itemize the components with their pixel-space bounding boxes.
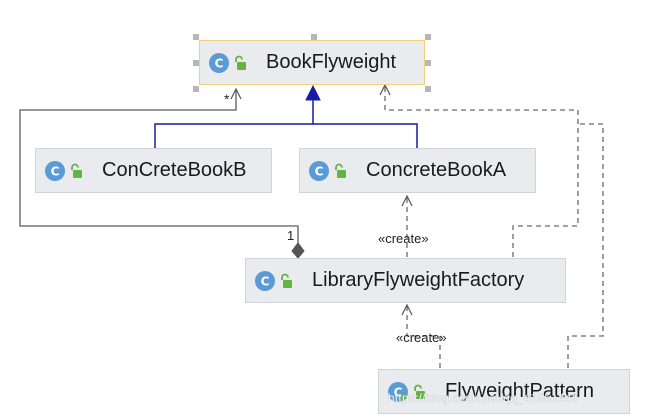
class-c-icon: C bbox=[255, 271, 275, 291]
selection-handle[interactable] bbox=[311, 34, 317, 40]
selection-handle[interactable] bbox=[425, 86, 431, 92]
selection-handle[interactable] bbox=[193, 60, 199, 66]
class-library-flyweight-factory[interactable]: C LibraryFlyweightFactory bbox=[245, 258, 566, 303]
svg-text:C: C bbox=[215, 57, 224, 71]
lock-icon bbox=[281, 273, 292, 288]
class-name: FlyweightPattern bbox=[445, 380, 594, 402]
create-label-concrete-a: «create» bbox=[378, 231, 429, 246]
multiplicity-target-label: * bbox=[224, 91, 230, 107]
class-name: BookFlyweight bbox=[266, 51, 397, 73]
selection-handle[interactable] bbox=[193, 34, 199, 40]
lock-icon bbox=[414, 384, 425, 399]
svg-text:C: C bbox=[51, 165, 60, 179]
selection-handle[interactable] bbox=[425, 60, 431, 66]
multiplicity-source-label: 1 bbox=[287, 228, 294, 243]
svg-text:C: C bbox=[261, 275, 270, 289]
runnable-class-icon: C bbox=[388, 382, 408, 402]
aggregation-diamond bbox=[291, 242, 305, 259]
watermark-text: https://blog.csdn.net/qq_41551445 bbox=[388, 391, 579, 405]
inheritance-arrowhead bbox=[305, 84, 321, 101]
class-name: ConCreteBookB bbox=[102, 159, 247, 181]
lock-icon bbox=[335, 163, 346, 178]
selection-handle[interactable] bbox=[425, 34, 431, 40]
class-concrete-book-a[interactable]: C ConcreteBookA bbox=[299, 148, 536, 193]
lock-icon bbox=[71, 163, 82, 178]
create-label-factory: «create» bbox=[396, 330, 447, 345]
inheritance-edges bbox=[154, 84, 418, 148]
selection-handle[interactable] bbox=[193, 86, 199, 92]
class-name: ConcreteBookA bbox=[366, 159, 507, 181]
class-flyweight-pattern[interactable]: C FlyweightPattern bbox=[378, 369, 630, 414]
class-c-icon: C bbox=[45, 161, 65, 181]
inheritance-edge-a bbox=[313, 123, 418, 148]
create-dependency-factory bbox=[407, 305, 441, 368]
dependency-factory-to-flyweight bbox=[385, 85, 579, 257]
class-c-icon: C bbox=[209, 53, 229, 73]
dependency-pattern-to-flyweight bbox=[567, 123, 604, 368]
svg-text:C: C bbox=[315, 165, 324, 179]
class-name: LibraryFlyweightFactory bbox=[312, 269, 525, 291]
inheritance-edge-b bbox=[154, 98, 314, 148]
class-concrete-book-b[interactable]: C ConCreteBookB bbox=[35, 148, 272, 193]
aggregation-edge bbox=[19, 89, 305, 259]
lock-icon bbox=[235, 55, 246, 70]
class-c-icon: C bbox=[309, 161, 329, 181]
svg-text:C: C bbox=[394, 386, 403, 400]
class-book-flyweight[interactable]: C BookFlyweight bbox=[199, 40, 425, 85]
